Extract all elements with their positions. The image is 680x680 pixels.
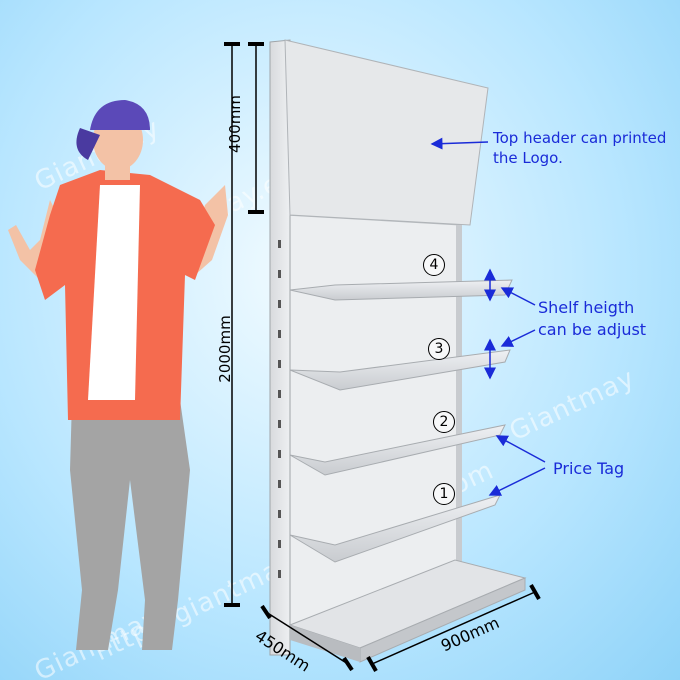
shelf-number-1: 1 <box>433 483 455 505</box>
header-height-label: 400mm <box>226 95 244 153</box>
tshirt <box>88 185 140 400</box>
shelf-number-2: 2 <box>433 411 455 433</box>
shelf-number-3: 3 <box>428 338 450 360</box>
header-arrow <box>430 137 489 150</box>
person-figure <box>8 100 228 650</box>
price-tag-arrow <box>488 467 546 496</box>
callout-arrows <box>430 137 546 496</box>
shelf-2 <box>289 424 506 476</box>
shelf-unit <box>269 39 527 663</box>
shelf-label-line1: Shelf heigth <box>538 298 635 317</box>
pants <box>70 400 190 650</box>
shelf-label-line2: can be adjust <box>538 320 647 339</box>
shelf-1 <box>289 494 501 563</box>
cap-icon <box>90 100 150 130</box>
header-panel <box>284 39 489 226</box>
header-label-line1: Top header can printed <box>493 129 667 147</box>
shelf-number-4: 4 <box>423 254 445 276</box>
dimension-lines <box>224 42 541 672</box>
total-height-label: 2000mm <box>216 315 234 383</box>
price-tag-label: Price Tag <box>553 459 625 478</box>
header-label-line2: the Logo. <box>493 149 563 167</box>
shelf-arrow-lower <box>500 329 536 347</box>
price-tag-arrow-2 <box>495 435 546 463</box>
shelf-arrow-upper <box>500 287 536 306</box>
left-upright <box>269 39 291 656</box>
shelf-3 <box>289 349 511 391</box>
